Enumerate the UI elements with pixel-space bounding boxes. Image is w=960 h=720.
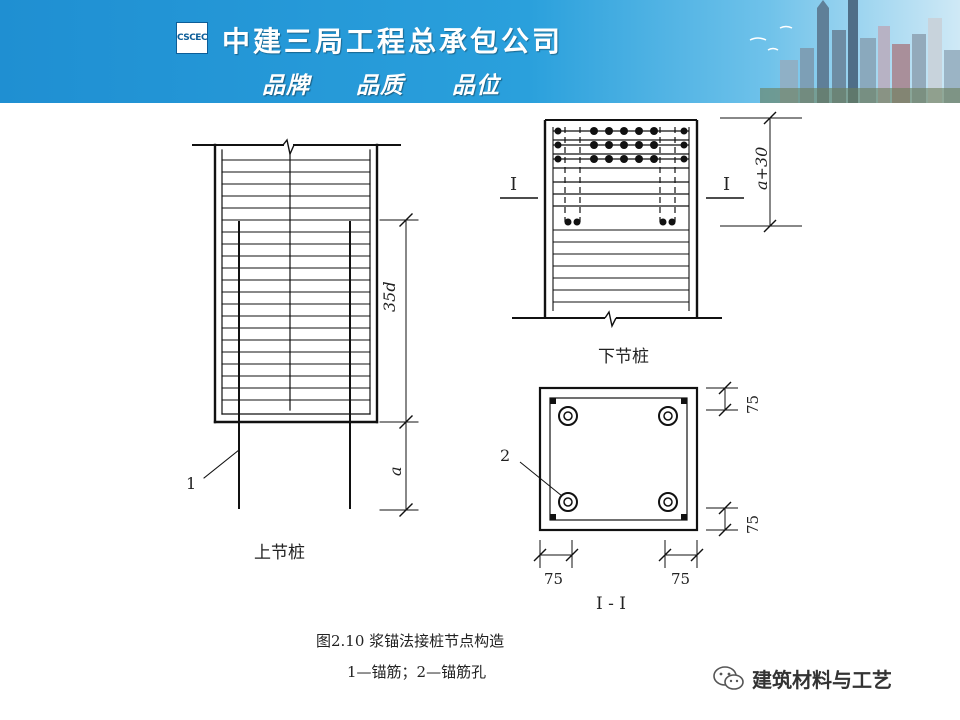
lower-pile-drawing [500, 111, 802, 329]
callout-1: 1 [186, 474, 197, 493]
section-label: I - I [596, 594, 626, 614]
company-name: 中建三局工程总承包公司 [222, 25, 564, 58]
lower-pile-label: 下节桩 [598, 347, 649, 367]
dim-35d: 35d [380, 281, 399, 312]
section-mark-left: I [510, 174, 518, 195]
figure-caption-title: 图2.10 浆锚法接桩节点构造 [316, 632, 505, 650]
dim-75-bottom-left: 75 [544, 570, 564, 588]
dim-75-right-top: 75 [744, 394, 762, 414]
header-banner: CSCEC 中建三局工程总承包公司 品牌 品质 品位 [0, 0, 960, 103]
wechat-icon [713, 666, 744, 690]
upper-pile-label: 上节桩 [254, 543, 305, 563]
dim-75-right-bottom: 75 [744, 514, 762, 534]
watermark: 建筑材料与工艺 [712, 663, 892, 693]
slogan-taste: 品位 [452, 72, 500, 99]
watermark-text: 建筑材料与工艺 [752, 667, 892, 692]
section-corner-fills [550, 398, 687, 520]
city-skyline-image [749, 0, 960, 103]
slogan-quality: 品质 [356, 72, 404, 99]
section-drawing [519, 381, 738, 568]
callout-2: 2 [500, 446, 511, 465]
dim-a-plus-30: a+30 [752, 146, 771, 190]
slogan-brand: 品牌 [262, 72, 310, 99]
upper-pile-drawing [192, 138, 419, 517]
figure-caption-legend: 1—锚筋；2—锚筋孔 [347, 663, 487, 681]
company-logo: CSCEC [176, 22, 208, 54]
dim-a: a [386, 466, 405, 476]
dim-75-bottom-right: 75 [671, 570, 691, 588]
section-mark-right: I [723, 174, 731, 195]
lower-pile-rebar-dots [554, 127, 688, 226]
